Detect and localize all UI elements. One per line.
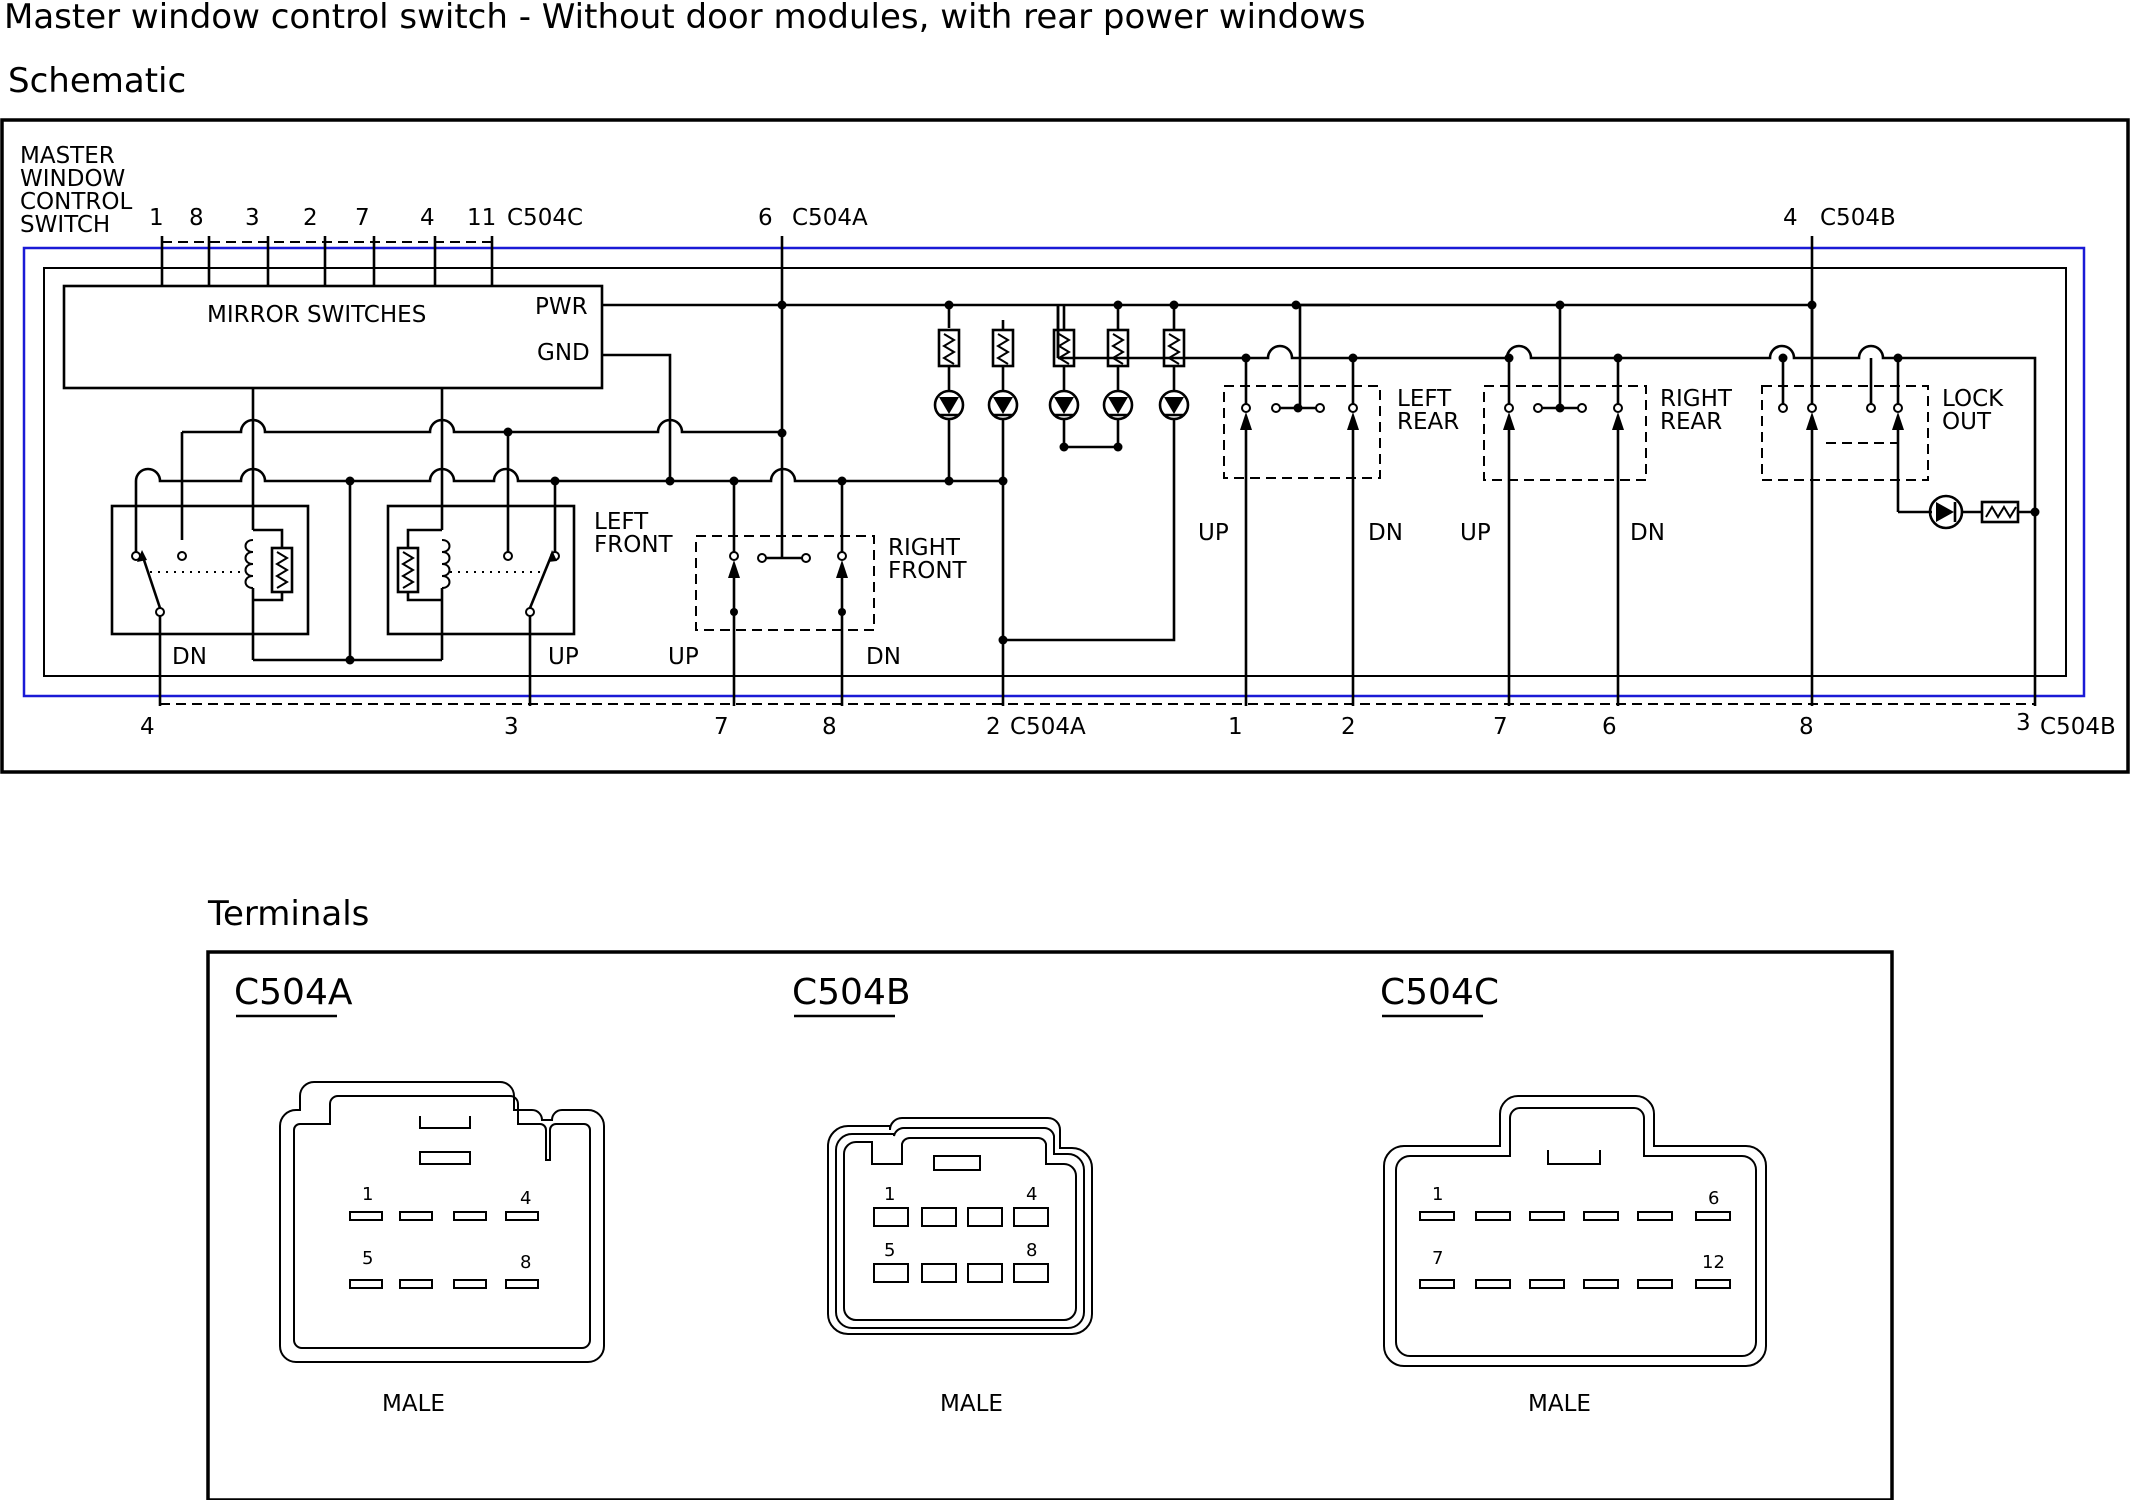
pin-number: 1	[1432, 1184, 1443, 1205]
dn-label: DN	[1368, 520, 1403, 546]
pin-label: 4	[1783, 205, 1798, 231]
bottom-pins: 4 3 7 8 2 C504A 1 2 7 6 8 3 C504B	[140, 710, 2116, 740]
schematic-frame	[0, 118, 2130, 774]
terminals-section: C504A 1 4 5 8 MALE C504B	[206, 950, 1894, 1500]
pin-number: 6	[1708, 1188, 1719, 1209]
pin-label: 11	[467, 205, 496, 231]
up-label: UP	[1460, 520, 1491, 546]
device-boundary	[22, 246, 2086, 698]
pin-label: 8	[189, 205, 204, 231]
pin-label: 2	[1341, 714, 1356, 740]
indicator-leds	[933, 305, 1190, 706]
left-front-label: LEFT FRONT	[594, 509, 674, 558]
pin-number: 8	[1026, 1240, 1037, 1261]
pin-label: 3	[245, 205, 260, 231]
up-label: UP	[668, 644, 699, 670]
pin-number: 4	[1026, 1184, 1037, 1205]
schematic-heading: Schematic	[8, 61, 186, 101]
up-label: UP	[548, 644, 579, 670]
connector-label-c504b: C504B	[1820, 205, 1896, 231]
pin-label: 6	[758, 205, 773, 231]
connector-c504b: C504B 1 4 5 8 MALE	[792, 972, 1093, 1417]
pin-label: 4	[420, 205, 435, 231]
pin-label: 3	[504, 714, 519, 740]
pin-label: 7	[1493, 714, 1508, 740]
pin-number: 8	[520, 1252, 531, 1273]
left-front-switch: LEFT FRONT	[110, 481, 674, 706]
pwr-label: PWR	[535, 294, 588, 320]
connector-c504c: C504C 1 6 7 12 MALE	[1380, 972, 1767, 1417]
right-front-switch: RIGHT FRONT UP DN	[668, 481, 968, 706]
dn-label: DN	[172, 644, 207, 670]
pin-label: 8	[822, 714, 837, 740]
pin-number: 4	[520, 1188, 531, 1209]
pin-label: 2	[303, 205, 318, 231]
pin-number: 5	[362, 1248, 373, 1269]
device-inner-boundary	[43, 267, 2067, 677]
left-rear-switch: LEFT REAR UP DN	[1198, 353, 1459, 706]
left-rear-label: LEFT REAR	[1397, 386, 1459, 435]
pin-label: 2	[986, 714, 1001, 740]
dn-label: DN	[1630, 520, 1665, 546]
pin-label: 6	[1602, 714, 1617, 740]
right-rear-switch: RIGHT REAR UP DN	[1460, 353, 1739, 706]
pin-label: 8	[1799, 714, 1814, 740]
right-front-label: RIGHT FRONT	[888, 535, 968, 584]
pin-label: 1	[149, 205, 164, 231]
pin-label: 7	[714, 714, 729, 740]
schematic-section: MASTER WINDOW CONTROL SWITCH 1 8 3 2 7 4…	[0, 118, 2130, 774]
terminals-frame	[206, 950, 1894, 1500]
page-title: Master window control switch - Without d…	[4, 0, 1366, 37]
connector-name: C504A	[234, 972, 353, 1013]
pin-number: 12	[1702, 1252, 1725, 1273]
connector-gender: MALE	[382, 1391, 445, 1417]
gnd-label: GND	[537, 340, 590, 366]
right-rear-label: RIGHT REAR	[1660, 386, 1739, 435]
pin-label: 1	[1228, 714, 1243, 740]
connector-gender: MALE	[940, 1391, 1003, 1417]
connector-label-c504b: C504B	[2040, 714, 2116, 740]
connector-name: C504C	[1380, 972, 1499, 1013]
mirror-switches: MIRROR SWITCHES PWR GND	[62, 284, 604, 390]
device-label: MASTER WINDOW CONTROL SWITCH	[20, 143, 140, 238]
pin-label: 3	[2016, 710, 2031, 736]
pin-label: 7	[355, 205, 370, 231]
connector-gender: MALE	[1528, 1391, 1591, 1417]
connector-c504a: C504A 1 4 5 8 MALE	[234, 972, 605, 1417]
connector-label-c504a: C504A	[1010, 714, 1086, 740]
dn-label: DN	[866, 644, 901, 670]
pin-number: 7	[1432, 1248, 1443, 1269]
pin-number: 1	[362, 1184, 373, 1205]
connector-name: C504B	[792, 972, 911, 1013]
c504c-top-pins: 1 8 3 2 7 4 11 C504C	[149, 205, 583, 286]
pin-number: 5	[884, 1240, 895, 1261]
terminals-heading: Terminals	[207, 894, 369, 934]
mirror-switches-label: MIRROR SWITCHES	[207, 302, 426, 328]
connector-label-c504a: C504A	[792, 205, 868, 231]
connector-label-c504c: C504C	[507, 205, 583, 231]
up-label: UP	[1198, 520, 1229, 546]
pin-label: 4	[140, 714, 155, 740]
lock-out-label: LOCK OUT	[1942, 386, 2011, 435]
pin-number: 1	[884, 1184, 895, 1205]
lock-out-switch: LOCK OUT	[1761, 236, 2040, 706]
